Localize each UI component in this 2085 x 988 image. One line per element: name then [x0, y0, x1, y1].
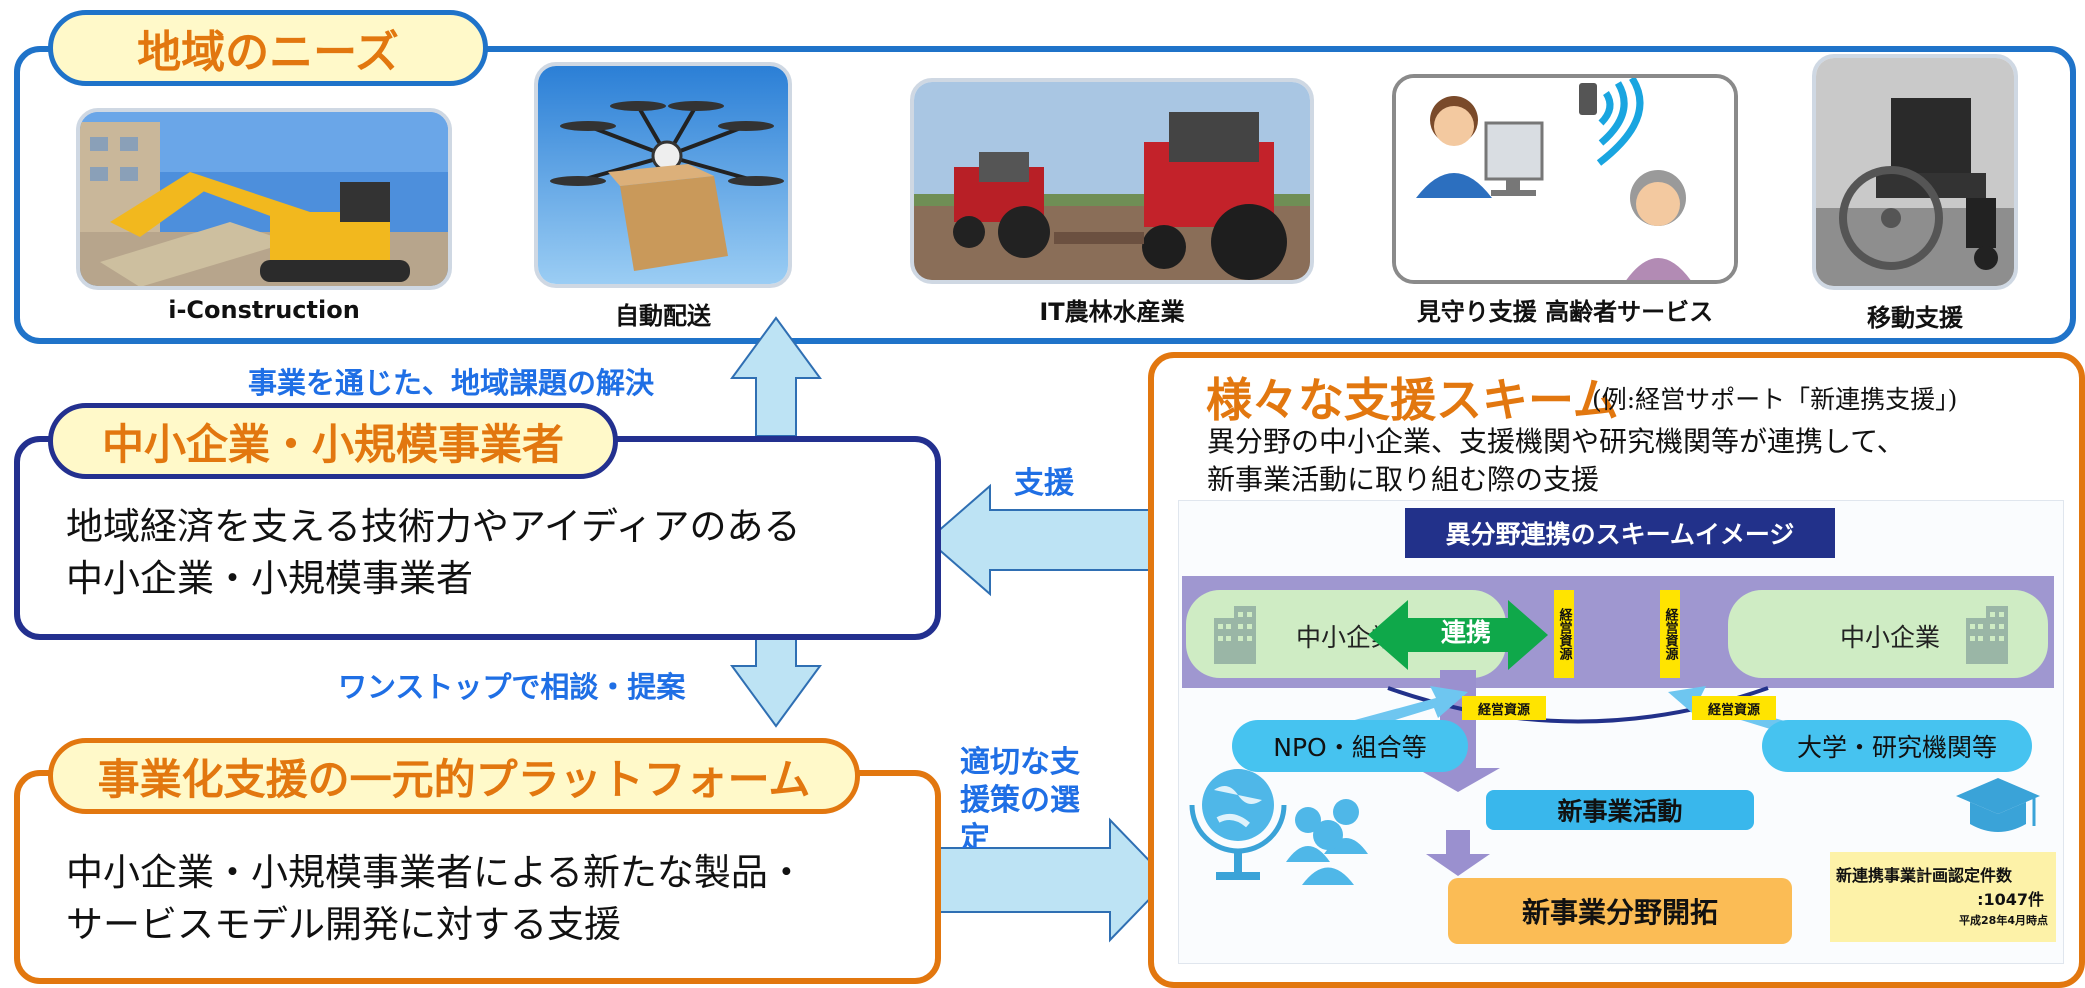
platform-line-2: サービスモデル開発に対する支援	[66, 903, 621, 946]
npo-pill: NPO・組合等	[1232, 720, 1468, 772]
platform-title: 事業化支援の一元的プラットフォーム	[48, 738, 860, 814]
diagram-header: 異分野連携のスキームイメージ	[1405, 508, 1835, 558]
label-select-measures: 適切な支援策の選定	[960, 745, 1080, 848]
scheme-desc-1: 異分野の中小企業、支援機関や研究機関等が連携して、	[1207, 425, 1905, 458]
left-arrow	[926, 483, 1165, 597]
resource-tag-right: 経営資源	[1660, 590, 1680, 678]
link-double-arrow	[1368, 600, 1548, 670]
up-arrow	[730, 316, 822, 437]
caption-mobility-support: 移動支援	[1867, 304, 1963, 332]
platform-line-1: 中小企業・小規模事業者による新たな製品・	[66, 851, 805, 894]
sme-line-1: 地域経済を支える技術力やアイディアのある	[66, 505, 801, 548]
caption-i-construction: i-Construction	[168, 296, 360, 324]
caption-it-agriculture: IT農林水産業	[1039, 298, 1185, 326]
building-icon	[1966, 606, 2008, 664]
link-label: 連携	[1440, 618, 1491, 647]
wheelchair-photo	[1812, 54, 2018, 290]
monitoring-illustration	[1392, 74, 1738, 284]
label-one-stop: ワンストップで相談・提案	[338, 670, 686, 704]
tractor-photo	[910, 78, 1314, 284]
drone-photo	[534, 62, 792, 288]
university-pill: 大学・研究機関等	[1762, 720, 2032, 772]
caption-elderly-services: 見守り支援 高齢者サービス	[1416, 298, 1714, 326]
resource-tag-npo: 経営資源	[1462, 696, 1546, 720]
building-icon	[1214, 606, 1256, 664]
sme-title: 中小企業・小規模事業者	[48, 403, 618, 479]
new-business-activity: 新事業活動	[1486, 790, 1754, 830]
right-company-pill: 中小企業	[1728, 590, 2048, 678]
new-field-development: 新事業分野開拓	[1448, 878, 1792, 944]
scheme-desc-2: 新事業活動に取り組む際の支援	[1207, 463, 1600, 496]
count-date-note: 平成28年4月時点	[1959, 914, 2048, 927]
support-scheme-title: 様々な支援スキーム	[1206, 373, 1619, 427]
count-value: :1047件	[1977, 890, 2044, 909]
support-scheme-example: (例:経営サポート「新連携支援」)	[1592, 385, 1958, 414]
people-icon	[1286, 799, 1368, 885]
graduation-cap-icon	[1956, 778, 2040, 832]
label-solve-issues: 事業を通じた、地域課題の解決	[248, 366, 655, 400]
count-label: 新連携事業計画認定件数	[1836, 866, 2013, 885]
caption-auto-delivery: 自動配送	[615, 302, 711, 330]
result-down-arrow	[1426, 830, 1490, 876]
resource-tag-left: 経営資源	[1554, 590, 1574, 678]
regional-needs-title: 地域のニーズ	[48, 10, 488, 86]
sme-line-2: 中小企業・小規模事業者	[66, 557, 473, 600]
globe-icon	[1189, 769, 1287, 880]
label-support: 支援	[1014, 466, 1074, 501]
resource-tag-univ: 経営資源	[1692, 696, 1776, 720]
excavator-photo	[76, 108, 452, 290]
right-arrow	[929, 817, 1170, 943]
certification-count-box: 新連携事業計画認定件数 :1047件 平成28年4月時点	[1830, 852, 2056, 942]
right-company-label: 中小企業	[1840, 623, 1941, 652]
